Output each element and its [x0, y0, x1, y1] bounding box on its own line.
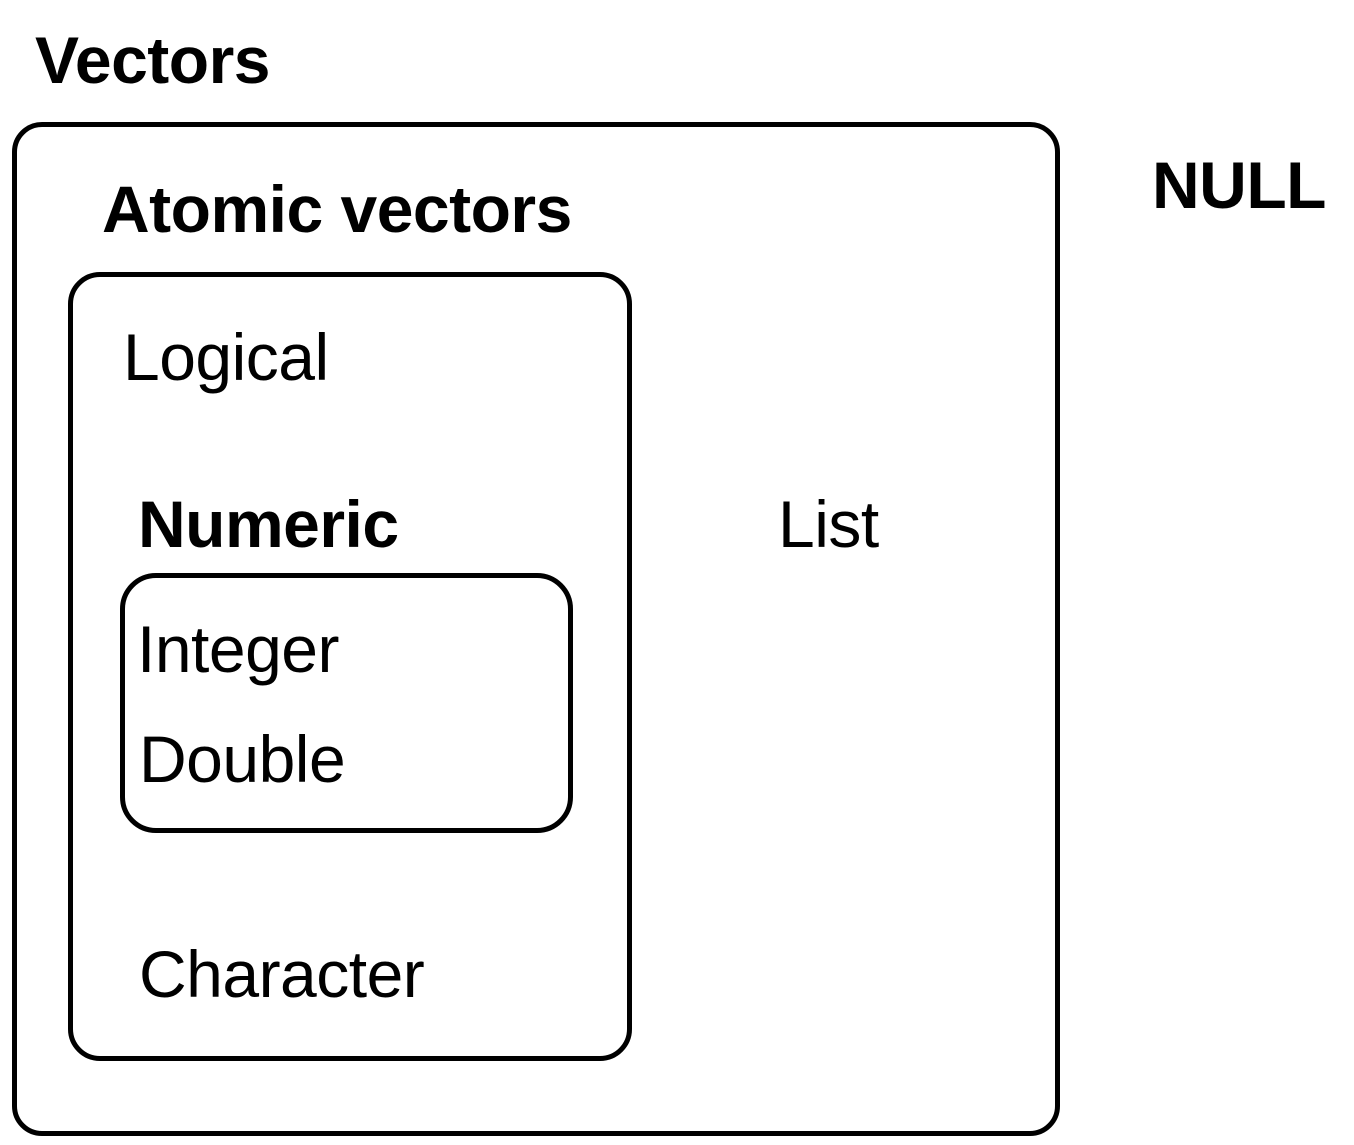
null-label: NULL — [1152, 148, 1326, 222]
atomic-vectors-box — [68, 272, 632, 1061]
numeric-label: Numeric — [138, 487, 399, 561]
integer-label: Integer — [137, 612, 339, 686]
atomic-vectors-label: Atomic vectors — [102, 172, 572, 246]
vectors-box — [12, 122, 1060, 1136]
logical-label: Logical — [123, 320, 329, 394]
double-label: Double — [139, 722, 346, 796]
character-label: Character — [139, 937, 425, 1011]
numeric-box — [120, 573, 573, 833]
vectors-title: Vectors — [35, 23, 270, 97]
list-label: List — [778, 487, 879, 561]
